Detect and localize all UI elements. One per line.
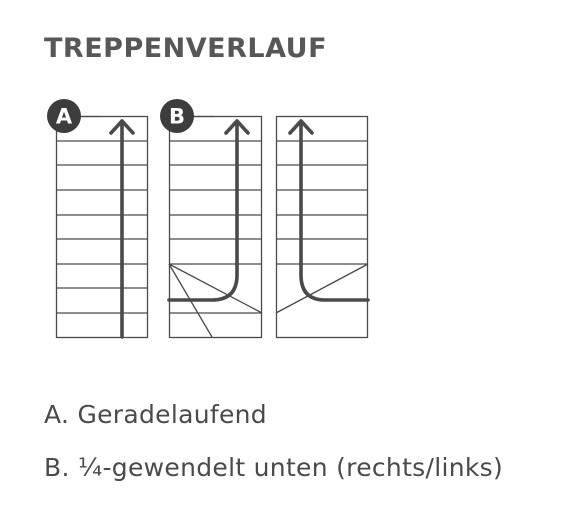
legend-item-a: A. Geradelaufend [44,400,267,429]
walking-line-b-right [167,119,250,302]
stair-b-quarter-turn-left [275,115,370,339]
stair-b-quarter-turn-right [167,115,263,339]
badge-a-label: A [56,105,73,129]
walking-line-b-left [288,119,370,302]
walking-line-a [109,119,135,339]
stair-a-straight [55,115,149,339]
badge-b-label: B [169,105,185,129]
badge-a: A [47,99,100,133]
legend-item-b: B. ¼-gewendelt unten (rechts/links) [44,453,504,482]
badge-b: B [160,99,215,133]
page-title: TREPPENVERLAUF [44,33,328,64]
